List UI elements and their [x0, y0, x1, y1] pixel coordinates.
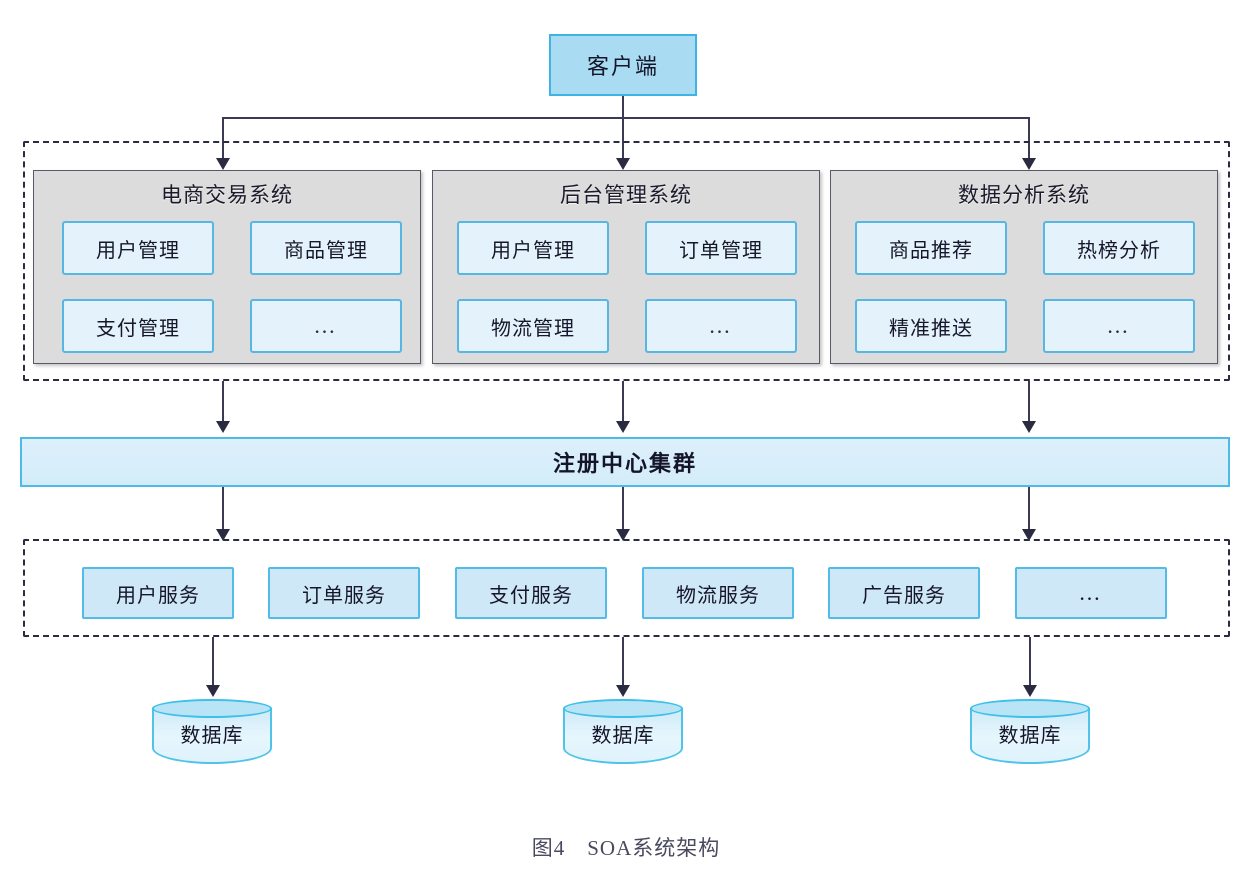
arrowhead-services-to-db-3 — [1023, 685, 1037, 697]
arrowhead-system-to-registry-1 — [216, 421, 230, 433]
connector-services-to-db-2 — [622, 637, 624, 689]
database-top-ellipse — [563, 699, 683, 718]
client-label: 客户端 — [586, 54, 659, 79]
service-box[interactable]: 广告服务 — [828, 567, 980, 619]
arrowhead-client-to-system-1 — [216, 158, 230, 170]
module-box[interactable]: 商品推荐 — [855, 221, 1007, 275]
registry-label: 注册中心集群 — [552, 451, 697, 476]
module-box-more[interactable]: … — [645, 299, 797, 353]
system-panel-admin[interactable]: 后台管理系统 用户管理 订单管理 物流管理 … — [432, 170, 820, 364]
system-title: 电商交易系统 — [161, 183, 293, 207]
arrowhead-system-to-registry-2 — [616, 421, 630, 433]
module-box[interactable]: 订单管理 — [645, 221, 797, 275]
system-title: 后台管理系统 — [560, 183, 692, 207]
module-box[interactable]: 商品管理 — [250, 221, 402, 275]
database-top-ellipse — [152, 699, 272, 718]
module-box[interactable]: 物流管理 — [457, 299, 609, 353]
connector-registry-to-services-3 — [1028, 487, 1030, 533]
connector-services-to-db-3 — [1029, 637, 1031, 689]
service-box-more[interactable]: … — [1015, 567, 1167, 619]
arrowhead-registry-to-services-1 — [216, 529, 230, 541]
client-node[interactable]: 客户端 — [549, 34, 697, 96]
arrowhead-system-to-registry-3 — [1022, 421, 1036, 433]
connector-client-stem — [622, 96, 624, 118]
connector-system-to-registry-2 — [622, 381, 624, 425]
connector-client-to-system-2 — [622, 117, 624, 162]
registry-center-cluster[interactable]: 注册中心集群 — [20, 437, 1230, 487]
database-node[interactable]: 数据库 — [563, 699, 683, 771]
service-box[interactable]: 支付服务 — [455, 567, 607, 619]
connector-system-to-registry-3 — [1028, 381, 1030, 425]
service-box[interactable]: 用户服务 — [82, 567, 234, 619]
arrowhead-registry-to-services-2 — [616, 529, 630, 541]
connector-client-to-system-3 — [1028, 117, 1030, 162]
connector-client-bus — [222, 117, 1029, 119]
module-box[interactable]: 用户管理 — [457, 221, 609, 275]
module-box-more[interactable]: … — [1043, 299, 1195, 353]
connector-system-to-registry-1 — [222, 381, 224, 425]
service-box[interactable]: 物流服务 — [642, 567, 794, 619]
database-label: 数据库 — [591, 725, 655, 747]
module-box[interactable]: 精准推送 — [855, 299, 1007, 353]
database-node[interactable]: 数据库 — [152, 699, 272, 771]
system-panel-ecommerce[interactable]: 电商交易系统 用户管理 商品管理 支付管理 … — [33, 170, 421, 364]
system-title: 数据分析系统 — [958, 183, 1090, 207]
database-label: 数据库 — [180, 725, 244, 747]
system-panel-analytics[interactable]: 数据分析系统 商品推荐 热榜分析 精准推送 … — [830, 170, 1218, 364]
arrowhead-services-to-db-2 — [616, 685, 630, 697]
arrowhead-services-to-db-1 — [206, 685, 220, 697]
connector-client-to-system-1 — [222, 117, 224, 162]
database-top-ellipse — [970, 699, 1090, 718]
services-layer-group: 用户服务 订单服务 支付服务 物流服务 广告服务 … — [23, 539, 1230, 637]
systems-layer-group — [23, 141, 1230, 381]
arrowhead-client-to-system-2 — [616, 158, 630, 170]
service-box[interactable]: 订单服务 — [268, 567, 420, 619]
module-box[interactable]: 支付管理 — [62, 299, 214, 353]
connector-registry-to-services-1 — [222, 487, 224, 533]
connector-registry-to-services-2 — [622, 487, 624, 533]
module-box[interactable]: 用户管理 — [62, 221, 214, 275]
module-box-more[interactable]: … — [250, 299, 402, 353]
connector-services-to-db-1 — [212, 637, 214, 689]
database-node[interactable]: 数据库 — [970, 699, 1090, 771]
database-label: 数据库 — [998, 725, 1062, 747]
module-box[interactable]: 热榜分析 — [1043, 221, 1195, 275]
figure-caption: 图4 SOA系统架构 — [531, 836, 721, 860]
arrowhead-registry-to-services-3 — [1022, 529, 1036, 541]
arrowhead-client-to-system-3 — [1022, 158, 1036, 170]
